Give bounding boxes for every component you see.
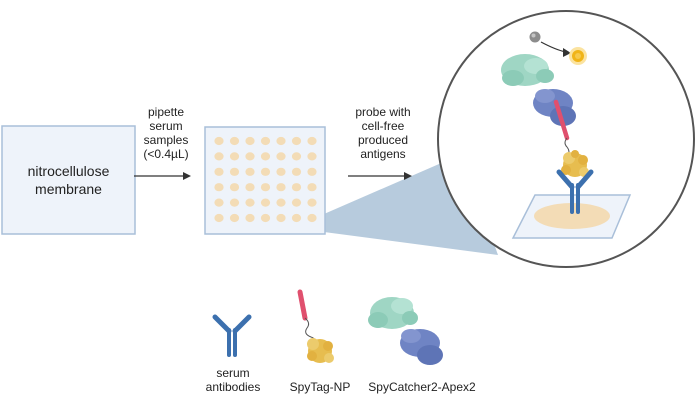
serum-spot [214, 198, 224, 207]
serum-spot [214, 167, 224, 176]
apex2-domain-icon [501, 54, 554, 86]
legend-antibody-label: serum antibodies [205, 366, 261, 394]
serum-spot [214, 213, 224, 223]
substrate-molecule-icon [529, 31, 541, 43]
arrow-pipette [134, 172, 191, 180]
serum-spot [229, 198, 240, 207]
serum-spot [276, 183, 286, 192]
probe-step-label: probe with cell-free produced antigens [355, 105, 411, 161]
nitrocellulose-membrane-label: nitrocellulose membrane [27, 163, 110, 197]
serum-spot [260, 136, 271, 146]
serum-spot [260, 213, 271, 223]
serum-spot [260, 198, 271, 207]
serum-spot [307, 167, 317, 176]
serum-spot [245, 213, 255, 223]
antibody-zoomed-icon [556, 169, 594, 214]
serum-spot [214, 136, 224, 146]
legend-antibody-icon [212, 314, 252, 357]
legend-spycatcher2-apex2-label: SpyCatcher2-Apex2 [368, 380, 476, 394]
serum-spot-zoomed [534, 203, 610, 229]
oxidized-product-icon [569, 47, 587, 65]
legend-spytag-np-label: SpyTag-NP [289, 380, 351, 394]
serum-spot [245, 198, 255, 207]
serum-spot [260, 183, 271, 192]
serum-spot [307, 152, 317, 161]
nitrocellulose-membrane-box [1, 125, 136, 235]
serum-spot [307, 213, 317, 223]
serum-spot [291, 136, 302, 146]
serum-spot [229, 152, 240, 161]
serum-spot [291, 183, 302, 192]
serum-spot [291, 152, 302, 161]
serum-spot [260, 152, 271, 161]
legend-spytag-np-icon [297, 289, 334, 363]
serum-spot [276, 213, 286, 223]
serum-spot [307, 136, 317, 146]
spytag-peptide-icon [553, 99, 570, 141]
serum-spot [229, 167, 240, 176]
serum-spot [229, 213, 240, 223]
serum-spot-grid [214, 136, 317, 223]
legend-spycatcher2-apex2-icon [368, 297, 443, 365]
serum-spot [307, 183, 317, 192]
serum-spot [229, 136, 240, 146]
serum-spot [291, 198, 302, 207]
serum-spot [291, 213, 302, 223]
serum-spot [245, 152, 255, 161]
serum-spot [276, 152, 286, 161]
serum-spot [229, 183, 240, 192]
serum-spot [214, 152, 224, 161]
serum-spot [214, 183, 224, 192]
arrow-probe [348, 172, 412, 180]
spycatcher2-apex2-zoomed [501, 54, 576, 166]
serum-spot [307, 198, 317, 207]
serum-spot [291, 167, 302, 176]
serum-spot [276, 136, 286, 146]
serum-spot [276, 198, 286, 207]
pipette-step-label: pipette serum samples (<0.4µL) [143, 105, 189, 161]
serum-spot [245, 136, 255, 146]
serum-spot [245, 183, 255, 192]
serum-spot [245, 167, 255, 176]
serum-spot [276, 167, 286, 176]
serum-spot [260, 167, 271, 176]
